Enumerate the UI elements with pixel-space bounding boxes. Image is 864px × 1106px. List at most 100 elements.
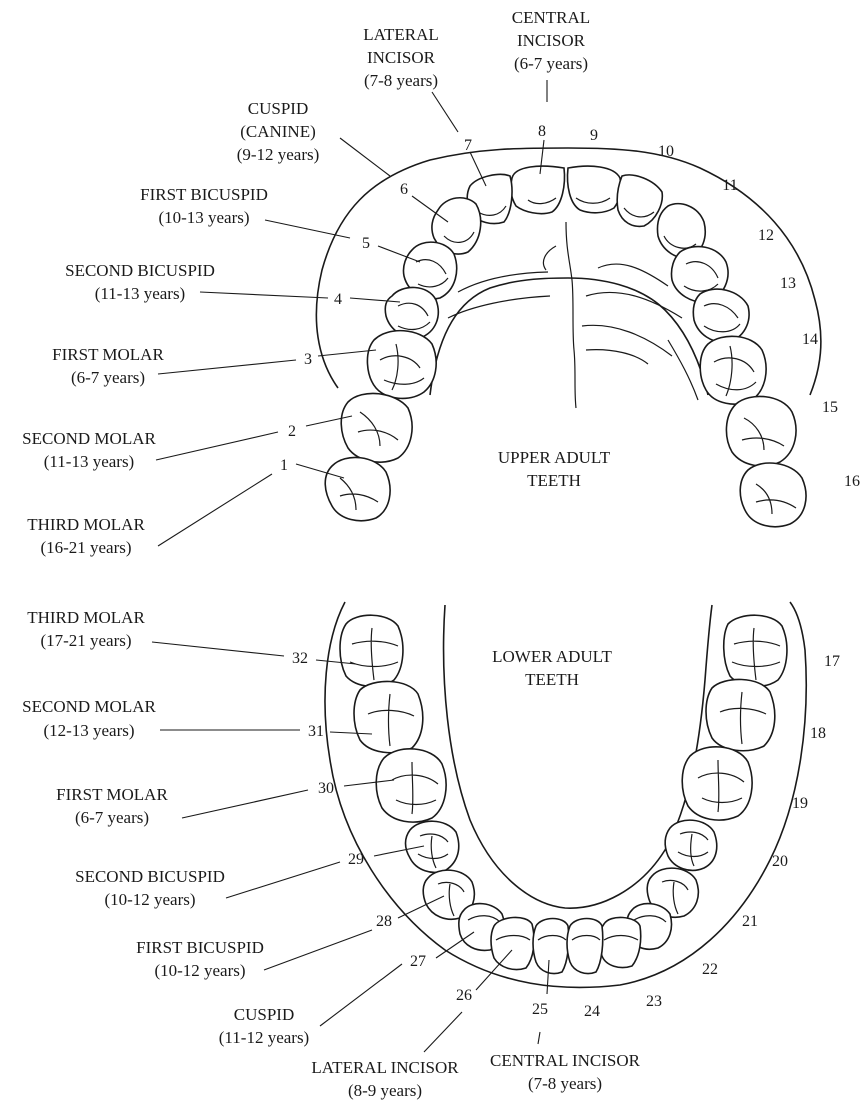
tooth-number-17: 17 (824, 653, 840, 670)
label-cuspid-lower: CUSPID (11-12 years) (219, 1005, 309, 1047)
lower-title-line-2: TEETH (525, 670, 579, 689)
label-text: CENTRAL (512, 8, 590, 27)
leader-30a (182, 790, 308, 818)
tooth-1 (325, 457, 390, 520)
label-age: (10-12 years) (104, 890, 195, 909)
label-text: SECOND BICUSPID (75, 867, 225, 886)
label-second-bicuspid-upper: SECOND BICUSPID (11-13 years) (65, 261, 215, 303)
palate-midline (566, 222, 576, 408)
label-age: (12-13 years) (43, 721, 134, 740)
tooth-number-18: 18 (810, 725, 826, 742)
leader-2a (156, 432, 278, 460)
label-text: CENTRAL INCISOR (490, 1051, 641, 1070)
lower-teeth (340, 615, 787, 973)
label-text: LATERAL (363, 25, 439, 44)
label-text: (CANINE) (240, 122, 316, 141)
tooth-26 (491, 917, 534, 969)
tooth-number-5: 5 (362, 235, 370, 252)
label-text: FIRST MOLAR (52, 345, 164, 364)
label-text: INCISOR (517, 31, 586, 50)
tooth-number-11: 11 (722, 177, 737, 194)
label-third-molar-upper: THIRD MOLAR (16-21 years) (27, 515, 145, 557)
tooth-23 (599, 917, 641, 967)
label-first-bicuspid-upper: FIRST BICUSPID (10-13 years) (140, 185, 268, 227)
leader-29a (226, 862, 340, 898)
tooth-number-15: 15 (822, 399, 838, 416)
label-first-molar-upper: FIRST MOLAR (6-7 years) (52, 345, 164, 387)
label-age: (10-13 years) (158, 208, 249, 227)
leader-32a (152, 642, 284, 656)
tooth-10 (617, 175, 662, 226)
label-second-molar-upper: SECOND MOLAR (11-13 years) (22, 429, 156, 471)
tooth-number-30: 30 (318, 780, 334, 797)
tooth-number-20: 20 (772, 853, 788, 870)
label-lateral-incisor-lower: LATERAL INCISOR (8-9 years) (311, 1058, 459, 1100)
tooth-16 (740, 463, 806, 527)
label-first-molar-lower: FIRST MOLAR (6-7 years) (56, 785, 168, 827)
label-age: (10-12 years) (154, 961, 245, 980)
label-age: (9-12 years) (237, 145, 320, 164)
tooth-14 (700, 336, 766, 404)
label-age: (17-21 years) (40, 631, 131, 650)
leader-25a (538, 1032, 540, 1044)
palate-ridge-left-1 (458, 272, 548, 292)
palate-ridge-right-3 (582, 325, 672, 356)
tooth-number-6: 6 (400, 181, 408, 198)
palate-ridge-right-2 (586, 292, 682, 318)
label-text: CUSPID (234, 1005, 294, 1024)
tooth-30 (376, 749, 446, 822)
palate-ridge-left-3 (543, 246, 556, 270)
leader-5a (265, 220, 350, 238)
leader-1a (158, 474, 272, 546)
tooth-number-21: 21 (742, 913, 758, 930)
tooth-number-4: 4 (334, 291, 342, 308)
tooth-number-13: 13 (780, 275, 796, 292)
label-second-bicuspid-lower: SECOND BICUSPID (10-12 years) (75, 867, 225, 909)
tooth-13 (693, 289, 749, 342)
tooth-number-29: 29 (348, 851, 364, 868)
leader-6a (340, 138, 390, 176)
label-text: FIRST MOLAR (56, 785, 168, 804)
tooth-number-3: 3 (304, 351, 312, 368)
tooth-number-10: 10 (658, 143, 674, 160)
tooth-number-25: 25 (532, 1001, 548, 1018)
tooth-29 (406, 821, 459, 872)
label-cuspid-upper: CUSPID (CANINE) (9-12 years) (237, 99, 320, 164)
tooth-8 (511, 166, 565, 213)
label-central-incisor-upper: CENTRAL INCISOR (6-7 years) (512, 8, 590, 73)
tooth-2 (341, 393, 412, 462)
tooth-number-24: 24 (584, 1003, 600, 1020)
label-text: FIRST BICUSPID (136, 938, 264, 957)
label-text: SECOND MOLAR (22, 429, 156, 448)
label-age: (7-8 years) (528, 1074, 602, 1093)
label-age: (11-13 years) (95, 284, 185, 303)
label-text: CUSPID (248, 99, 308, 118)
tooth-number-16: 16 (844, 473, 860, 490)
label-text: FIRST BICUSPID (140, 185, 268, 204)
tooth-number-28: 28 (376, 913, 392, 930)
tooth-3 (367, 331, 436, 399)
label-text: SECOND MOLAR (22, 697, 156, 716)
leader-27a (320, 964, 402, 1026)
tooth-number-19: 19 (792, 795, 808, 812)
tooth-number-27: 27 (410, 953, 426, 970)
leader-28a (264, 930, 372, 970)
label-text: SECOND BICUSPID (65, 261, 215, 280)
leader-3a (158, 360, 296, 374)
label-central-incisor-lower: CENTRAL INCISOR (7-8 years) (490, 1051, 641, 1093)
tooth-number-23: 23 (646, 993, 662, 1010)
tooth-9 (568, 166, 621, 213)
label-age: (8-9 years) (348, 1081, 422, 1100)
tooth-number-1: 1 (280, 457, 288, 474)
tooth-15 (726, 396, 796, 466)
tooth-numbers: 8 9 10 11 12 13 14 15 16 7 6 5 4 3 2 1 3… (280, 123, 860, 1020)
tooth-number-9: 9 (590, 127, 598, 144)
label-text: THIRD MOLAR (27, 608, 145, 627)
tooth-number-26: 26 (456, 987, 472, 1004)
label-age: (11-13 years) (44, 452, 134, 471)
tooth-19 (682, 747, 752, 820)
label-text: INCISOR (367, 48, 436, 67)
label-second-molar-lower: SECOND MOLAR (12-13 years) (22, 697, 156, 740)
leader-4a (200, 292, 328, 298)
